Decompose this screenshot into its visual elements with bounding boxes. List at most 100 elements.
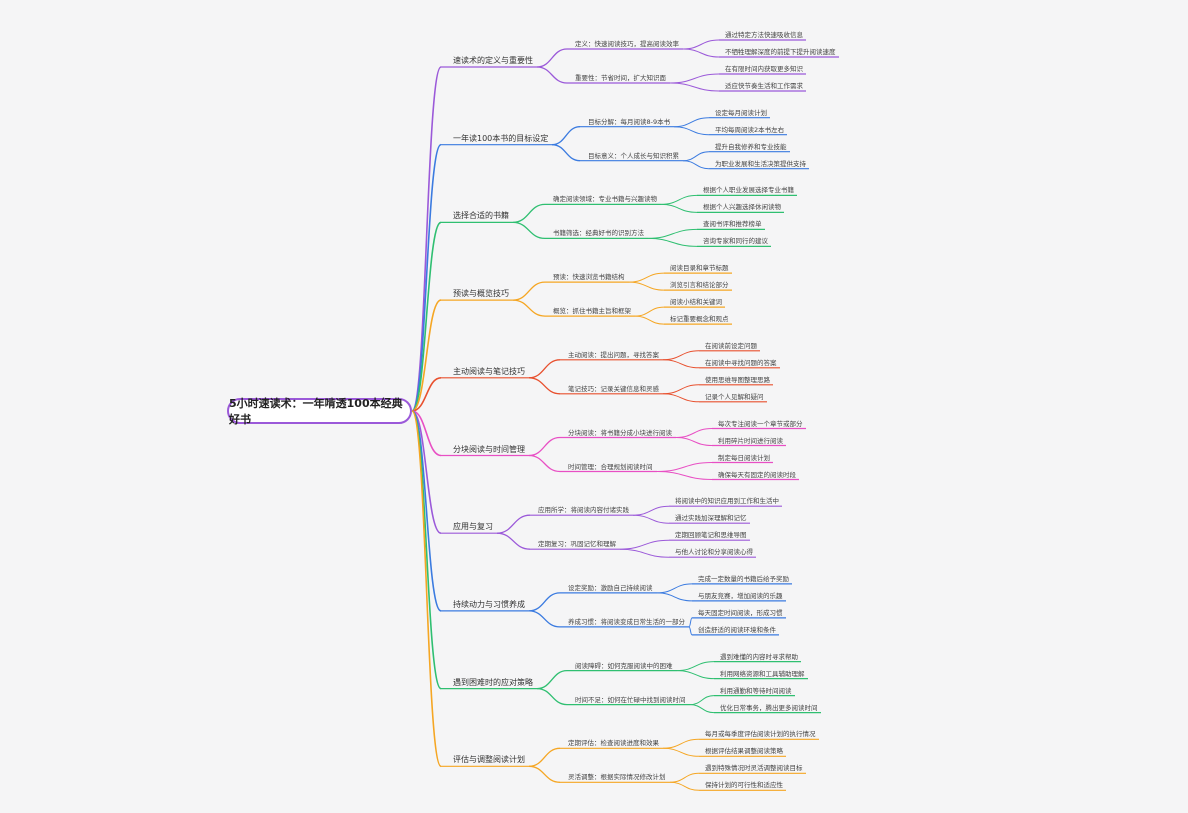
leaf-topic[interactable]: 通过特定方法快速吸收信息 [725,28,803,42]
subtopic[interactable]: 阅读障碍：如何克服阅读中的困难 [575,659,673,673]
subtopic[interactable]: 时间管理：合理规划阅读时间 [568,460,653,474]
branch-topic[interactable]: 评估与调整阅读计划 [453,753,525,767]
subtopic[interactable]: 预读：快速浏览书籍结构 [553,270,625,284]
leaf-topic[interactable]: 咨询专家和同行的建议 [703,234,768,248]
subtopic[interactable]: 分块阅读：将书籍分成小块进行阅读 [568,426,672,440]
leaf-topic[interactable]: 查阅书评和推荐榜单 [703,217,762,231]
leaf-topic[interactable]: 将阅读中的知识应用到工作和生活中 [675,494,779,508]
branch-topic[interactable]: 主动阅读与笔记技巧 [453,365,525,379]
subtopic[interactable]: 养成习惯：将阅读变成日常生活的一部分 [568,615,685,629]
connector-line [551,144,581,162]
leaf-topic[interactable]: 根据个人兴趣选择休闲读物 [703,200,781,214]
leaf-topic[interactable]: 在阅读前设定问题 [705,339,757,353]
leaf-topic[interactable]: 完成一定数量的书籍后给予奖励 [698,572,789,586]
leaf-topic[interactable]: 在有限时间内获取更多知识 [725,62,803,76]
leaf-topic[interactable]: 与他人讨论和分享阅读心得 [675,545,753,559]
leaf-topic[interactable]: 每月或每季度评估阅读计划的执行情况 [705,727,816,741]
subtopic[interactable]: 重要性：节省时间，扩大知识面 [575,71,666,85]
leaf-topic[interactable]: 创造舒适的阅读环境和条件 [698,623,776,637]
branch-topic[interactable]: 遇到困难时的应对策略 [453,676,533,690]
leaf-topic[interactable]: 利用网络资源和工具辅助理解 [720,667,805,681]
leaf-topic[interactable]: 遇到难懂的内容时寻求帮助 [720,650,798,664]
connector-line [656,583,693,594]
leaf-topic[interactable]: 浏览引言和结论部分 [670,278,729,292]
subtopic[interactable]: 主动阅读：提出问题，寻找答案 [568,348,659,362]
branch-topic[interactable]: 一年读100本书的目标设定 [453,132,548,146]
leaf-topic-label: 制定每日阅读计划 [718,453,770,462]
subtopic[interactable]: 书籍筛选：经典好书的识别方法 [553,226,644,240]
connector-line [411,410,442,457]
subtopic[interactable]: 定期评估：检查阅读进度和效果 [568,736,659,750]
branch-topic[interactable]: 持续动力与习惯养成 [453,598,525,612]
leaf-topic[interactable]: 不牺牲理解深度的前提下提升阅读速度 [725,45,836,59]
leaf-topic-label: 创造舒适的阅读环境和条件 [698,625,776,634]
connector-line [411,221,442,412]
subtopic[interactable]: 定期复习：巩固记忆和理解 [538,537,616,551]
subtopic[interactable]: 概览：抓住书籍主旨和框架 [553,304,631,318]
leaf-topic[interactable]: 制定每日阅读计划 [718,451,770,465]
root-topic[interactable]: 5小时速读术：一年啃透100本经典好书 [227,397,412,426]
subtopic-label: 设定奖励：激励自己持续阅读 [568,583,653,592]
connector-line [662,350,700,361]
leaf-topic[interactable]: 确保每天有固定的阅读时段 [718,468,796,482]
subtopic[interactable]: 时间不足：如何在忙碌中找到阅读时间 [575,693,686,707]
connector-line [551,126,581,146]
leaf-topic[interactable]: 设定每月阅读计划 [715,106,767,120]
leaf-topic[interactable]: 每天固定时间阅读，形成习惯 [698,606,783,620]
branch-topic[interactable]: 分块阅读与时间管理 [453,443,525,457]
leaf-topic[interactable]: 通过实践加深理解和记忆 [675,511,747,525]
connector-line [669,73,720,84]
branch-topic[interactable]: 速读术的定义与重要性 [453,54,533,68]
connector-line [496,532,531,550]
subtopic-label: 定期评估：检查阅读进度和效果 [568,739,659,748]
connector-line [676,670,715,680]
branch-topic-label: 主动阅读与笔记技巧 [453,366,525,376]
leaf-topic[interactable]: 每次专注阅读一个章节或部分 [718,417,803,431]
subtopic[interactable]: 定义：快速阅读技巧，提高阅读效率 [575,37,679,51]
leaf-topic[interactable]: 使用思维导图整理思路 [705,373,770,387]
leaf-topic[interactable]: 为职业发展和生活决策提供支持 [715,157,806,171]
leaf-topic[interactable]: 在阅读中寻找问题的答案 [705,356,777,370]
branch-topic-label: 遇到困难时的应对策略 [453,677,533,687]
leaf-topic[interactable]: 提升自我修养和专业技能 [715,140,787,154]
subtopic[interactable]: 目标分解：每月阅读8-9本书 [588,115,670,129]
branch-topic-label: 评估与调整阅读计划 [453,755,525,765]
leaf-topic-label: 阅读小结和关键词 [670,298,722,307]
leaf-topic-label: 将阅读中的知识应用到工作和生活中 [675,497,779,506]
subtopic[interactable]: 灵活调整：根据实际情况修改计划 [568,770,666,784]
connector-line [528,592,561,612]
leaf-topic[interactable]: 适应快节奏生活和工作需求 [725,79,803,93]
subtopic[interactable]: 应用所学：将阅读内容付诸实践 [538,503,629,517]
leaf-topic[interactable]: 优化日常事务，腾出更多阅读时间 [720,701,818,715]
subtopic[interactable]: 目标意义：个人成长与知识积累 [588,149,679,163]
leaf-topic[interactable]: 阅读小结和关键词 [670,295,722,309]
leaf-topic[interactable]: 记录个人见解和疑问 [705,390,764,404]
branch-topic[interactable]: 选择合适的书籍 [453,209,509,223]
leaf-topic[interactable]: 利用碎片时间进行阅读 [718,434,783,448]
connector-line [676,661,715,672]
leaf-topic[interactable]: 平均每周阅读2本书左右 [715,123,784,137]
leaf-topic-label: 使用思维导图整理思路 [705,375,770,384]
leaf-topic[interactable]: 根据评估结果调整阅读策略 [705,744,783,758]
leaf-topic[interactable]: 保持计划的可行性和适应性 [705,778,783,792]
subtopic[interactable]: 确定阅读领域：专业书籍与兴趣读物 [553,192,657,206]
leaf-topic-label: 适应快节奏生活和工作需求 [725,82,803,90]
leaf-topic[interactable]: 利用通勤和等待时间阅读 [720,684,792,698]
subtopic[interactable]: 笔记技巧：记录关键信息和灵感 [568,382,659,396]
leaf-topic[interactable]: 与朋友竞赛，增加阅读的乐趣 [698,589,783,603]
branch-topic[interactable]: 预读与概览技巧 [453,287,509,301]
leaf-topic[interactable]: 定期回顾笔记和思维导图 [675,528,747,542]
leaf-topic[interactable]: 遇到特殊情况时灵活调整阅读目标 [705,761,803,775]
connector-line [496,514,531,534]
connector-line [536,48,568,68]
leaf-topic-label: 记录个人见解和疑问 [705,392,764,401]
leaf-topic[interactable]: 标记重要概念和观点 [670,312,729,326]
leaf-topic[interactable]: 阅读目录和章节标题 [670,261,729,275]
subtopic[interactable]: 设定奖励：激励自己持续阅读 [568,581,653,595]
connector-line [528,436,561,457]
subtopic-label: 应用所学：将阅读内容付诸实践 [538,506,629,515]
branch-topic[interactable]: 应用与复习 [453,520,493,534]
connector-line [660,194,698,205]
leaf-topic[interactable]: 根据个人职业发展选择专业书籍 [703,183,794,197]
